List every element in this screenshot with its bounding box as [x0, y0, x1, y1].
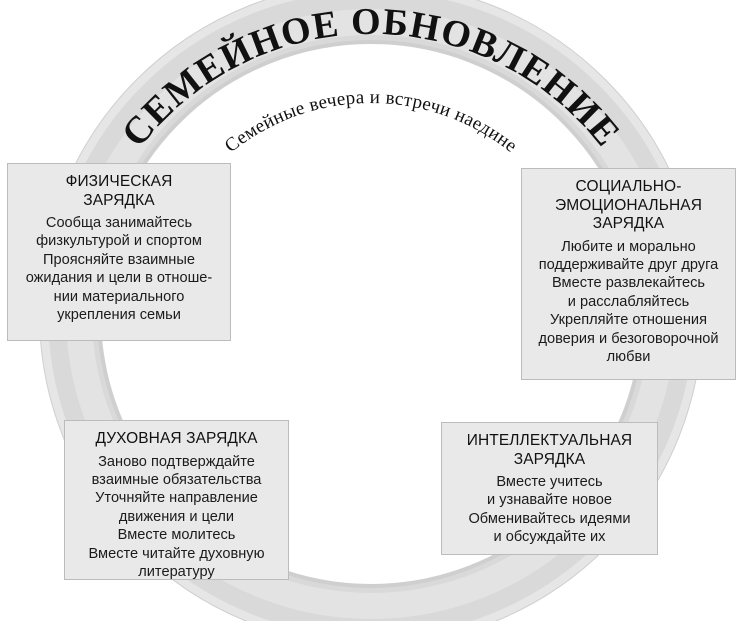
node-intellectual-title: ИНТЕЛЛЕКТУАЛЬНАЯ ЗАРЯДКА — [466, 432, 633, 468]
node-spiritual: ДУХОВНАЯ ЗАРЯДКА Заново подтверждайте вз… — [64, 420, 289, 580]
node-intellectual: ИНТЕЛЛЕКТУАЛЬНАЯ ЗАРЯДКА Вместе учитесь … — [441, 422, 658, 555]
node-social-emotional-title: СОЦИАЛЬНО- ЭМОЦИОНАЛЬНАЯ ЗАРЯДКА — [554, 178, 702, 232]
node-social-emotional-body: Любите и морально поддерживайте друг дру… — [538, 238, 719, 365]
node-intellectual-body: Вместе учитесь и узнавайте новое Обменив… — [468, 474, 631, 546]
node-spiritual-body: Заново подтверждайте взаимные обязательс… — [88, 453, 265, 580]
node-physical-body: Сообща занимайтесь физкультурой и спорто… — [25, 215, 213, 324]
node-physical: ФИЗИЧЕСКАЯ ЗАРЯДКА Сообща занимайтесь фи… — [7, 163, 231, 341]
node-physical-title: ФИЗИЧЕСКАЯ ЗАРЯДКА — [65, 173, 173, 209]
node-social-emotional: СОЦИАЛЬНО- ЭМОЦИОНАЛЬНАЯ ЗАРЯДКА Любите … — [521, 168, 736, 380]
node-spiritual-title: ДУХОВНАЯ ЗАРЯДКА — [95, 430, 258, 447]
